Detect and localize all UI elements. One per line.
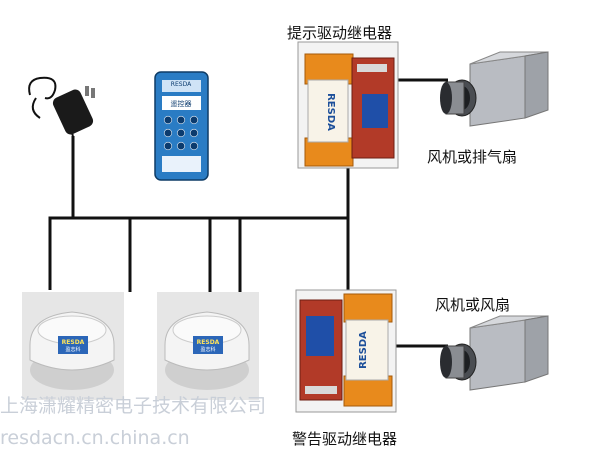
detector-2-brand-text: RESDA: [197, 339, 220, 346]
smoke-detector-1-icon: [22, 292, 124, 400]
fan-bottom-label: 风机或风扇: [435, 296, 511, 314]
top-relay-brand-text: RESDA: [325, 93, 336, 131]
watermark-url: resdacn.cn.china.cn: [0, 427, 190, 449]
bottom-relay-label: 警告驱动继电器: [292, 430, 398, 448]
detector-2-model-text: 盈志科: [200, 346, 215, 353]
main-bus-top: [48, 216, 348, 290]
power-adapter-icon: [28, 76, 95, 135]
remote-control-icon: [154, 71, 209, 181]
detector-1-brand-text: RESDA: [62, 339, 85, 346]
bottom-fan-icon: [440, 315, 549, 391]
fan-top-label: 风机或排气扇: [427, 148, 518, 166]
top-fan-icon: [440, 51, 549, 127]
bottom-relay-brand-text: RESDA: [358, 331, 369, 369]
remote-brand-text: RESDA: [171, 81, 192, 88]
smoke-detector-2-icon: [157, 292, 259, 400]
detector-1-model-text: 盈志科: [65, 346, 80, 353]
bottom-relay-icon: [295, 289, 397, 413]
wiring: [48, 78, 448, 348]
remote-model-text: 遥控器: [171, 99, 192, 108]
watermark-company: 上海潇耀精密电子技术有限公司: [0, 395, 267, 417]
top-relay-label: 提示驱动继电器: [287, 24, 393, 42]
top-relay-icon: [297, 41, 399, 169]
